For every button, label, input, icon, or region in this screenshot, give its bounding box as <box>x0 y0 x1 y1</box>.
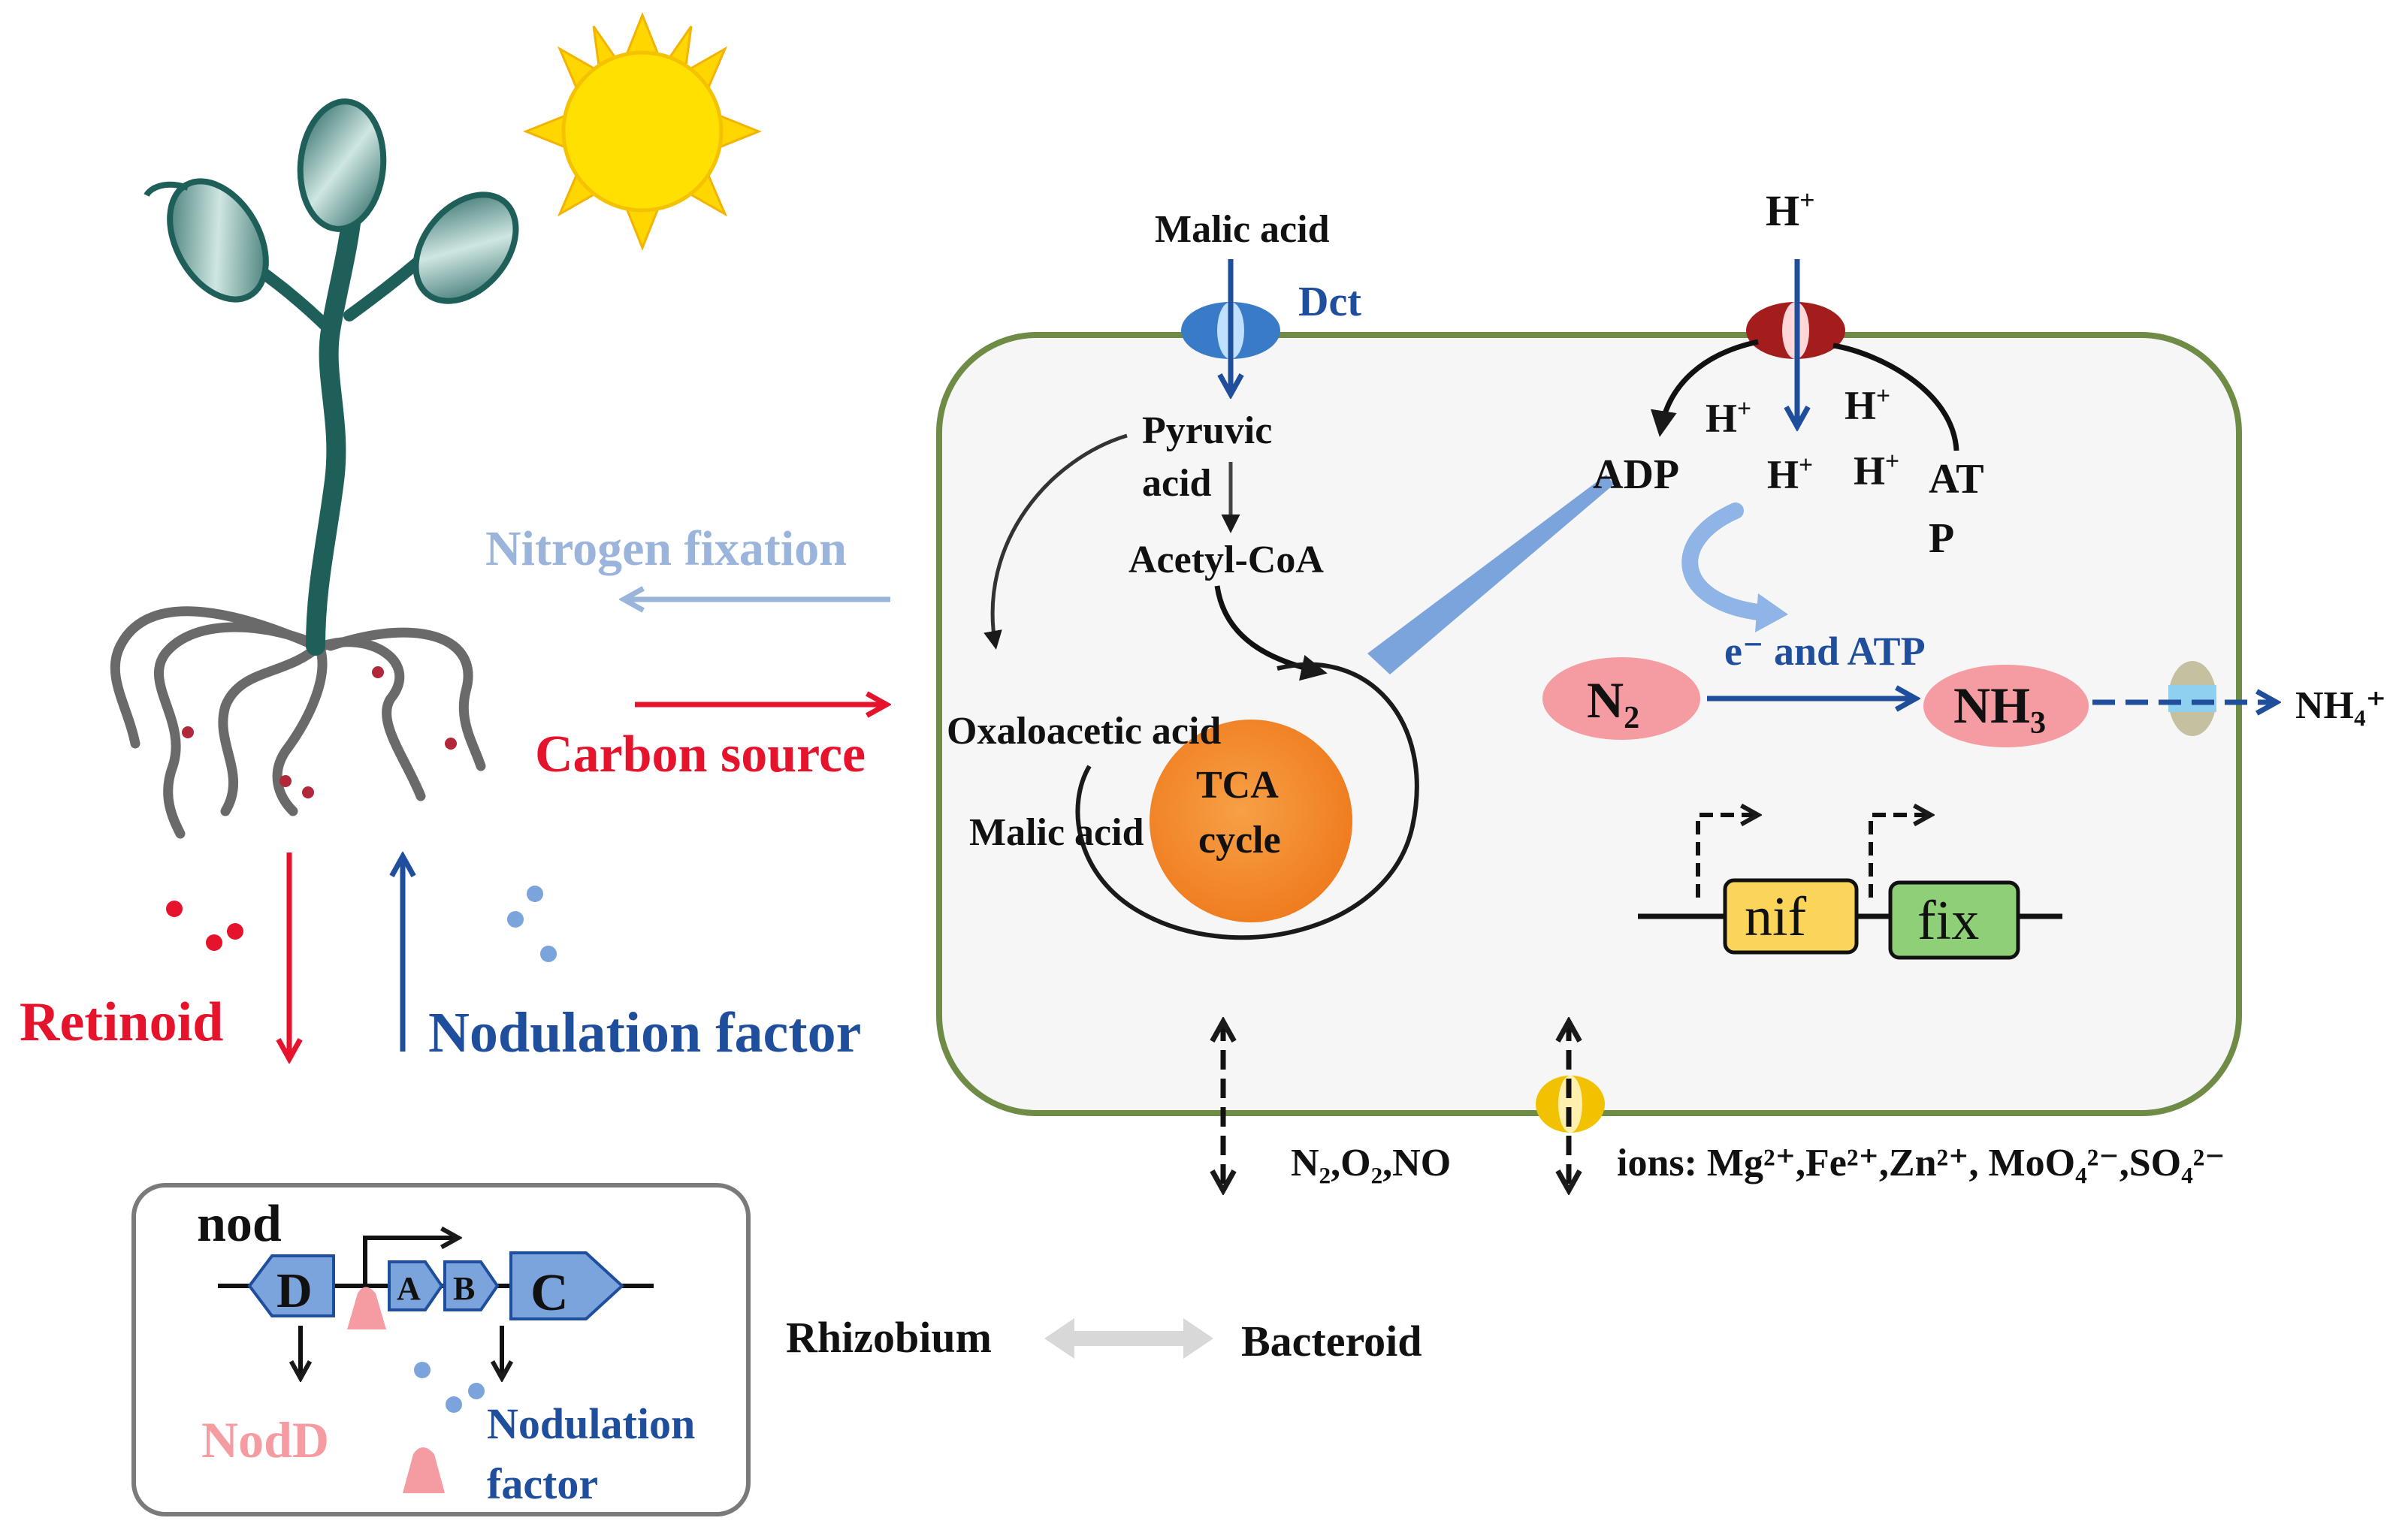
nodulation-factor-label: Nodulation factor <box>428 1001 861 1064</box>
nod-gene-a <box>388 1260 444 1311</box>
bacteroid-label: Bacteroid <box>1241 1317 1422 1366</box>
acetyl-coa-label: Acetyl-CoA <box>1128 539 1324 581</box>
fix-gene <box>1888 880 2020 960</box>
nodd-protein-free <box>403 1447 445 1493</box>
oxaloacetic-acid-label: Oxaloacetic acid <box>947 710 1221 753</box>
h-plus-1: H+ <box>1706 395 1751 441</box>
nif-label: nif <box>1745 886 1807 948</box>
n2-label: N2 <box>1587 671 1639 735</box>
nodd-label: NodD <box>201 1411 329 1468</box>
acetyl-coa-to-tca-arrow <box>1214 585 1328 681</box>
nitrogen-fixation-label: Nitrogen fixation <box>485 521 847 576</box>
pyruvic-acid-label-2: acid <box>1142 462 1212 505</box>
dct-label: Dct <box>1298 279 1361 325</box>
h-plus-3: H+ <box>1767 451 1813 497</box>
h-plus-2: H+ <box>1845 382 1890 428</box>
gases-label: N₂,O₂,NO <box>1291 1142 1451 1184</box>
h-plus-top: H+ <box>1766 185 1815 235</box>
nod-title: nod <box>197 1195 282 1253</box>
malic-acid-top-label: Malic acid <box>1155 208 1330 251</box>
nod-gene-d-label: D <box>276 1263 313 1318</box>
nod-gene-box: nod D A B C NodD Nodulation factor <box>131 1183 751 1516</box>
ions-label: ions: Mg²⁺,Fe²⁺,Zn²⁺, MoO₄²⁻,SO₄²⁻ <box>1617 1142 2225 1184</box>
malic-acid-cycle-label: Malic acid <box>969 811 1144 854</box>
energy-curve-arrow <box>1681 502 1766 620</box>
pyruvate-to-oxaloacetate-arrow <box>983 433 1128 650</box>
nh3-oval <box>1923 665 2089 747</box>
atp-label-1: AT <box>1929 456 1984 502</box>
ammonium-channel-icon <box>2168 661 2216 736</box>
nh4-label: NH₄⁺ <box>2295 684 2386 727</box>
pyruvic-acid-label-1: Pyruvic <box>1142 409 1272 452</box>
nod-gene-a-label: A <box>397 1270 421 1307</box>
tca-cycle-core <box>1150 720 1352 922</box>
fix-label: fix <box>1917 890 1979 952</box>
tca-label-2: cycle <box>1198 819 1281 862</box>
nh3-label: NH3 <box>1953 677 2046 741</box>
nod-gene-c <box>509 1251 624 1320</box>
nod-gene-c-label: C <box>530 1264 569 1322</box>
rhizobium-label: Rhizobium <box>786 1313 992 1362</box>
electron-atp-label: e⁻ and ATP <box>1724 629 1926 674</box>
nod-factor-label-2: factor <box>487 1459 598 1508</box>
nodd-protein-bound <box>347 1287 386 1329</box>
nodulation-factor-dots <box>507 886 557 962</box>
plant-illustration <box>110 98 519 839</box>
retinoid-dots <box>166 901 243 951</box>
retinoid-label: Retinoid <box>20 991 223 1053</box>
rhizobium-bacteroid-arrow <box>1044 1318 1213 1359</box>
tca-label-1: TCA <box>1196 764 1279 807</box>
nod-gene-b-label: B <box>453 1270 475 1307</box>
nif-fix-operon: nif fix <box>1638 815 2062 960</box>
h-plus-4: H+ <box>1854 448 1899 493</box>
n2-oval <box>1542 657 1700 740</box>
carbon-source-label: Carbon source <box>535 726 866 783</box>
atp-label-2: P <box>1929 515 1954 562</box>
nod-factor-label-1: Nodulation <box>487 1399 695 1448</box>
nif-gene <box>1723 878 1859 955</box>
tca-cycle-ring <box>1075 662 1419 940</box>
energy-wedge <box>1367 475 1614 674</box>
nod-gene-d <box>247 1254 335 1317</box>
adp-label: ADP <box>1593 451 1679 498</box>
sun-icon <box>522 11 763 252</box>
nod-gene-b <box>443 1260 500 1311</box>
